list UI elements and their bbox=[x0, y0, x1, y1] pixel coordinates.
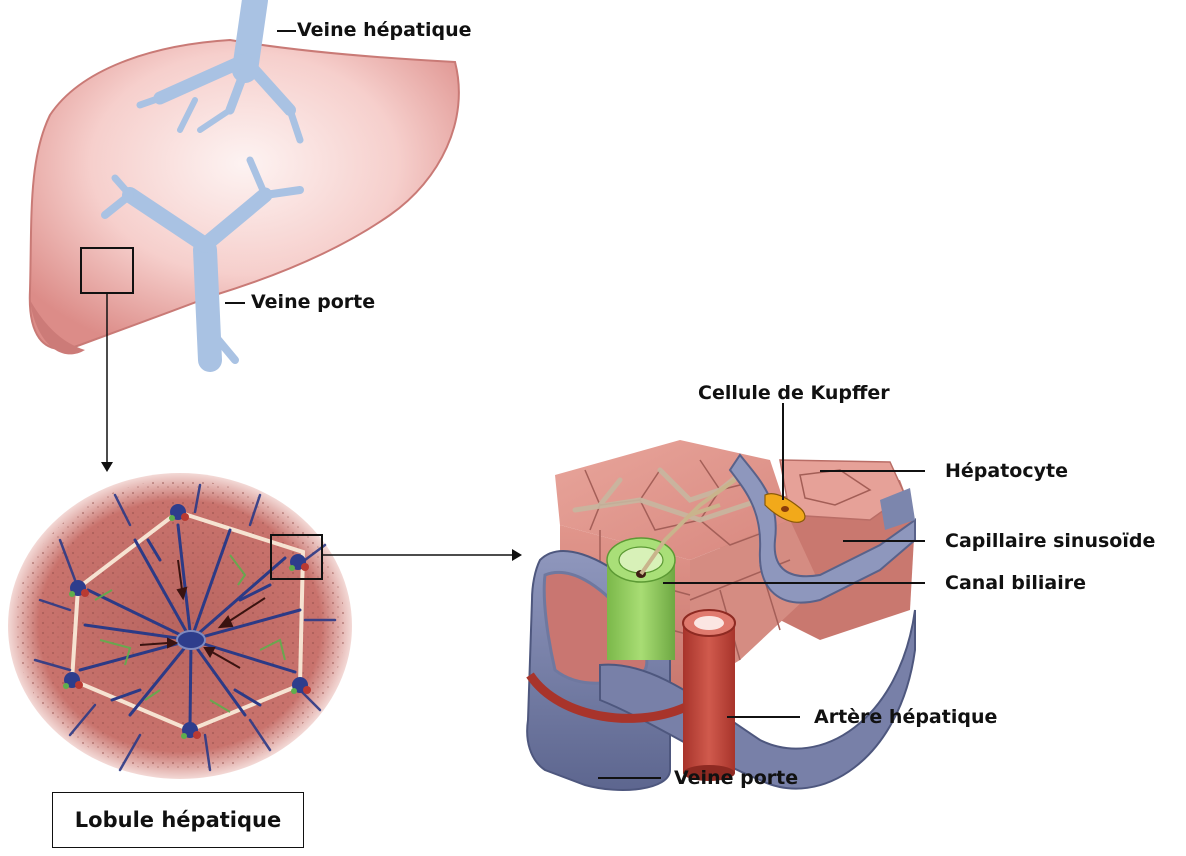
label-veine-porte-block: Veine porte bbox=[674, 769, 798, 788]
bile-duct bbox=[607, 538, 675, 660]
central-vein bbox=[177, 631, 205, 649]
label-hepatocyte: Hépatocyte bbox=[945, 462, 1068, 481]
arrow-right-head bbox=[512, 549, 522, 561]
label-veine-hepatique: Veine hépatique bbox=[297, 21, 472, 40]
label-capillaire-sinusoide: Capillaire sinusoïde bbox=[945, 532, 1155, 551]
caption-box: Lobule hépatique bbox=[52, 792, 304, 848]
hepatic-lobule-illustration bbox=[8, 473, 352, 779]
caption-lobule-hepatique: Lobule hépatique bbox=[75, 808, 281, 832]
arrow-down-head bbox=[101, 462, 113, 472]
tissue-block-illustration bbox=[527, 440, 915, 790]
liver-illustration bbox=[30, 0, 459, 360]
label-canal-biliaire: Canal biliaire bbox=[945, 574, 1086, 593]
label-cellule-kupffer: Cellule de Kupffer bbox=[698, 384, 890, 403]
label-veine-porte-liver: Veine porte bbox=[251, 293, 375, 312]
label-artere-hepatique: Artère hépatique bbox=[814, 708, 997, 727]
